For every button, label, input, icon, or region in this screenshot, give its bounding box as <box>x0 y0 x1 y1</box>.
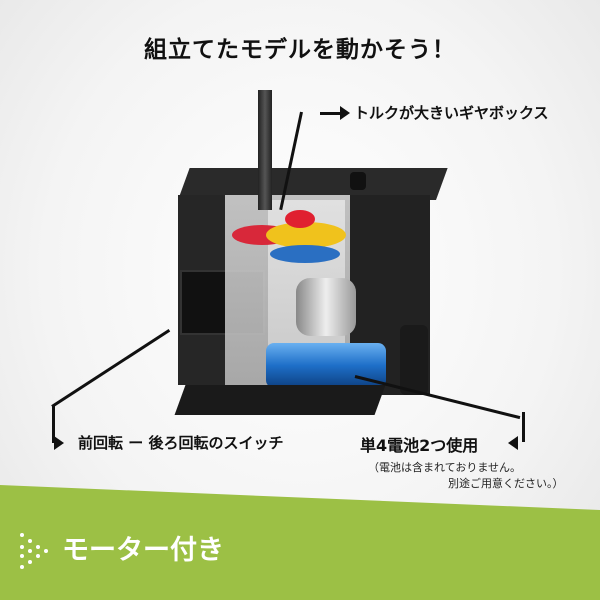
gearbox-leader-h <box>320 112 340 115</box>
switch-leader <box>52 405 55 443</box>
battery-note-2: 別途ご用意ください。） <box>448 477 564 490</box>
battery-label: 単4電池2つ使用 <box>360 436 479 455</box>
banner-label: モーター付き <box>62 535 224 566</box>
switch-label: 前回転 ー 後ろ回転のスイッチ <box>78 434 284 452</box>
battery-leader-v <box>522 412 525 442</box>
headline: 組立てたモデルを動かそう！ <box>144 37 456 63</box>
chevron-dots-icon <box>18 533 52 569</box>
gearbox-label: トルクが大きいギヤボックス <box>354 104 549 122</box>
arrow-icon <box>54 436 64 450</box>
battery-note-1: （電池は含まれておりません。 <box>368 461 522 474</box>
arrow-icon <box>340 106 350 120</box>
arrow-icon <box>508 436 518 450</box>
